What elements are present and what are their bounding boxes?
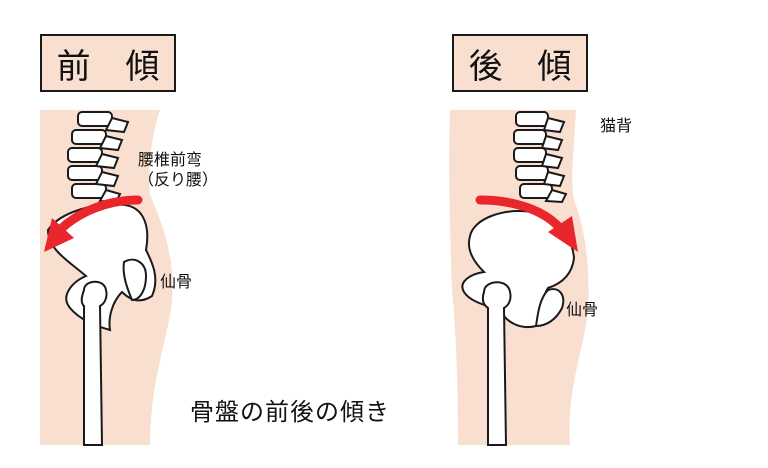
label-sacrum-left: 仙骨	[160, 272, 193, 291]
title-posterior-tilt: 後 傾	[452, 34, 588, 92]
left-sacrum-bone	[122, 258, 148, 302]
right-tilt-arrow	[475, 195, 578, 252]
label-lumbar-lordosis-sub: （反り腰）	[138, 170, 219, 189]
diagram-caption: 骨盤の前後の傾き	[190, 398, 390, 426]
left-tilt-arrow	[44, 195, 143, 252]
left-femur-bone	[80, 280, 108, 446]
left-pelvis-bone	[46, 203, 157, 332]
title-anterior-tilt: 前 傾	[40, 34, 176, 92]
right-femur-bone	[481, 281, 512, 446]
right-lumbar-spine	[513, 111, 568, 204]
label-kyphosis: 猫背	[600, 116, 633, 135]
label-sacrum-right: 仙骨	[566, 300, 599, 319]
label-lumbar-lordosis: 腰椎前弯	[138, 150, 203, 169]
right-sacrum-bone	[534, 288, 565, 328]
